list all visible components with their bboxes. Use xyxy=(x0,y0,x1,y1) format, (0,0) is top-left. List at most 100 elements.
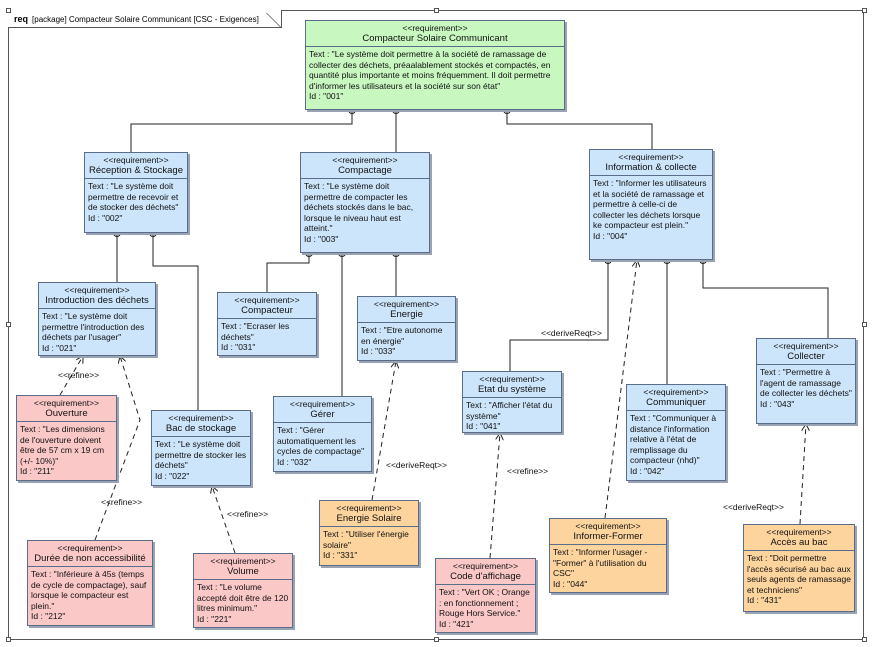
requirement-header: <<requirement>>Energie Solaire xyxy=(320,501,418,527)
resize-handle[interactable] xyxy=(434,8,439,13)
containment-link xyxy=(152,233,199,410)
requirement-name: Bac de stockage xyxy=(165,423,237,434)
requirement-id: Id : "041" xyxy=(466,421,501,431)
resize-handle[interactable] xyxy=(862,322,867,327)
requirement-name: Information & collecte xyxy=(605,162,697,173)
stereotype-label: <<requirement>> xyxy=(336,503,402,513)
stereotype-label: <<requirement>> xyxy=(64,285,130,295)
requirement-header: <<requirement>>Compacteur Solaire Commun… xyxy=(306,21,564,47)
requirement-name: Réception & Stockage xyxy=(88,165,183,176)
requirement-331[interactable]: <<requirement>>Energie Solaire Text : "U… xyxy=(319,500,419,566)
requirement-name: Ouverture xyxy=(45,408,88,419)
refine-link xyxy=(489,433,500,559)
stereotype-label: <<requirement>> xyxy=(575,521,641,531)
refine-label: <<refine>> xyxy=(507,466,549,476)
requirement-003[interactable]: <<requirement>>Compactage Text : "Le sys… xyxy=(300,152,430,253)
refine-label: <<refine>> xyxy=(101,497,143,507)
requirement-221[interactable]: <<requirement>>Volume Text : "Le volume … xyxy=(193,553,293,628)
requirement-text: Text : "Vert OK ; Orange : en fonctionne… xyxy=(439,587,530,618)
requirement-text: Text : "Afficher l'état du système" xyxy=(466,400,553,421)
requirement-text: Text : "Ecraser les déchets" xyxy=(221,321,290,342)
diagram-title: Compacteur Solaire Communicant [CSC - Ex… xyxy=(68,15,259,24)
requirement-header: <<requirement>>Introduction des déchets xyxy=(39,283,155,309)
requirement-text: Text : "Le système doit permettre de rec… xyxy=(88,181,179,212)
requirement-002[interactable]: <<requirement>>Réception & Stockage Text… xyxy=(84,152,188,233)
diagram-kind: req xyxy=(14,14,29,24)
stereotype-label: <<requirement>> xyxy=(234,295,300,305)
requirement-text: Text : "Etre autonome en énergie" xyxy=(361,325,443,346)
requirement-header: <<requirement>>Gérer xyxy=(274,397,371,423)
requirement-name: Compacteur Solaire Communicant xyxy=(362,33,508,44)
stereotype-label: <<requirement>> xyxy=(479,374,545,384)
requirement-header: <<requirement>>Bac de stockage xyxy=(152,411,250,437)
requirement-header: <<requirement>>Volume xyxy=(194,554,292,580)
requirement-name: Introduction des déchets xyxy=(45,295,149,306)
stereotype-label: <<requirement>> xyxy=(103,155,169,165)
requirement-text: Text : "Le système doit permettre de com… xyxy=(304,181,414,233)
stereotype-label: <<requirement>> xyxy=(452,561,519,571)
containment-link xyxy=(506,110,653,149)
derive-label: <<deriveReqt>> xyxy=(723,502,784,512)
stereotype-label: <<requirement>> xyxy=(210,556,276,566)
stereotype-label: <<requirement>> xyxy=(33,398,100,408)
requirement-name: Code d'affichage xyxy=(450,571,521,582)
requirement-text: Text : "Communiquer à distance l'informa… xyxy=(630,413,717,465)
requirement-text: Text : "Utiliser l'énergie solaire" xyxy=(323,529,409,550)
stereotype-label: <<requirement>> xyxy=(643,387,709,397)
requirement-name: Compacteur xyxy=(241,305,293,316)
requirement-header: <<requirement>>Ouverture xyxy=(17,396,116,422)
requirement-033[interactable]: <<requirement>>Energie Text : "Etre auto… xyxy=(357,296,456,361)
package-label: [package] xyxy=(32,15,67,24)
requirement-032[interactable]: <<requirement>>Gérer Text : "Gérer autom… xyxy=(273,396,372,472)
containment-link xyxy=(702,260,829,338)
requirement-header: <<requirement>>Collecter xyxy=(757,339,855,365)
stereotype-label: <<requirement>> xyxy=(618,152,684,162)
requirement-044[interactable]: <<requirement>>Informer-Former Text : "I… xyxy=(549,518,667,593)
requirement-text: Text : "Le volume accepté doit être de 1… xyxy=(197,582,289,613)
requirement-431[interactable]: <<requirement>>Accès au bac Text : "Doit… xyxy=(743,524,855,612)
requirement-id: Id : "431" xyxy=(747,595,782,605)
requirement-name: Communiquer xyxy=(646,397,706,408)
requirement-031[interactable]: <<requirement>>Compacteur Text : "Ecrase… xyxy=(217,292,317,356)
requirement-header: <<requirement>>Code d'affichage xyxy=(436,559,535,585)
requirement-004[interactable]: <<requirement>>Information & collecte Te… xyxy=(589,149,713,260)
requirement-header: <<requirement>>Accès au bac xyxy=(744,525,854,551)
requirement-043[interactable]: <<requirement>>Collecter Text : "Permett… xyxy=(756,338,856,424)
requirement-041[interactable]: <<requirement>>Etat du système Text : "A… xyxy=(462,371,562,433)
derive-label: <<deriveReqt>> xyxy=(541,328,602,338)
requirement-421[interactable]: <<requirement>>Code d'affichage Text : "… xyxy=(435,558,536,633)
requirement-text: Text : "Permettre à l'agent de ramassage… xyxy=(760,367,852,398)
resize-handle[interactable] xyxy=(6,8,11,13)
requirement-022[interactable]: <<requirement>>Bac de stockage Text : "L… xyxy=(151,410,251,486)
requirement-id: Id : "021" xyxy=(42,342,77,353)
requirement-212[interactable]: <<requirement>>Durée de non accessibilit… xyxy=(27,540,153,626)
requirement-021[interactable]: <<requirement>>Introduction des déchets … xyxy=(38,282,156,356)
resize-handle[interactable] xyxy=(862,637,867,642)
containment-link xyxy=(266,253,310,292)
requirement-042[interactable]: <<requirement>>Communiquer Text : "Commu… xyxy=(626,384,726,481)
stereotype-label: <<requirement>> xyxy=(168,413,234,423)
stereotype-label: <<requirement>> xyxy=(766,527,832,537)
requirement-text: Text : "Le système doit permettre l'intr… xyxy=(42,311,145,342)
resize-handle[interactable] xyxy=(862,8,867,13)
requirement-001[interactable]: <<requirement>>Compacteur Solaire Commun… xyxy=(305,20,565,110)
requirement-id: Id : "032" xyxy=(277,456,312,467)
requirement-id: Id : "212" xyxy=(31,611,66,621)
resize-handle[interactable] xyxy=(6,322,11,327)
requirement-text: Text : "Inférieure à 45s (temps de cycle… xyxy=(31,569,147,611)
stereotype-label: <<requirement>> xyxy=(773,341,839,351)
resize-handle[interactable] xyxy=(434,637,439,642)
resize-handle[interactable] xyxy=(6,637,11,642)
requirement-name: Informer-Former xyxy=(573,531,643,542)
stereotype-label: <<requirement>> xyxy=(402,23,468,33)
derive-link xyxy=(799,424,806,525)
requirement-name: Etat du système xyxy=(477,384,547,395)
requirement-header: <<requirement>>Durée de non accessibilit… xyxy=(28,541,152,567)
requirement-211[interactable]: <<requirement>>Ouverture Text : "Les dim… xyxy=(16,395,117,481)
derive-label: <<deriveReqt>> xyxy=(386,460,447,470)
stereotype-label: <<requirement>> xyxy=(57,543,123,553)
requirement-id: Id : "002" xyxy=(88,212,123,223)
requirement-id: Id : "022" xyxy=(155,470,190,481)
refine-label: <<refine>> xyxy=(227,509,269,519)
